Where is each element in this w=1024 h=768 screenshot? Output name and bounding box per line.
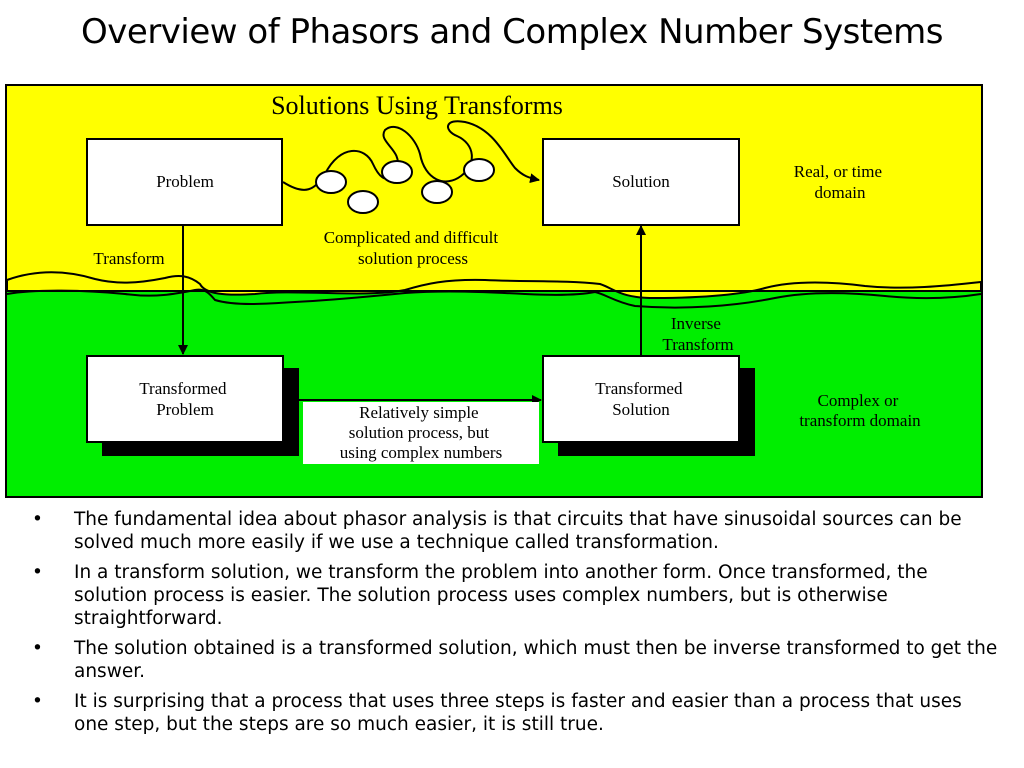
bubble: [463, 158, 495, 182]
transformed-solution-box: [542, 355, 740, 443]
domain-boundary-upper: [6, 271, 982, 300]
bullet-item: • In a transform solution, we transform t…: [30, 561, 1000, 630]
transformed-problem-label: Transformed Problem: [139, 379, 230, 419]
domain-boundary-lower: [6, 288, 982, 309]
bullet-marker: •: [32, 691, 43, 712]
slide-title: Overview of Phasors and Complex Number S…: [81, 12, 943, 52]
bubble: [381, 160, 413, 184]
bullet-item: • The fundamental idea about phasor analy…: [30, 508, 1000, 554]
solution-box: [542, 138, 740, 226]
complicated-path-arrow: [282, 120, 540, 191]
bullet-marker: •: [32, 509, 43, 530]
transform-label: Transform: [93, 249, 164, 268]
bullet-text: In a transform solution, we transform th…: [74, 562, 928, 629]
bubble: [315, 170, 347, 194]
bullet-text: The fundamental idea about phasor analys…: [74, 509, 962, 553]
bubble: [421, 180, 453, 204]
transformed-problem-box: [86, 355, 284, 443]
real-domain-label: Real, or time domain: [794, 162, 887, 202]
diagram-heading: Solutions Using Transforms: [271, 91, 563, 120]
bubble: [347, 190, 379, 214]
bullet-text: It is surprising that a process that use…: [74, 691, 962, 735]
problem-box: [86, 138, 283, 226]
problem-label: Problem: [156, 172, 214, 191]
inverse-transform-label: Inverse Transform: [662, 314, 733, 354]
complex-domain-label: Complex or transform domain: [799, 391, 921, 430]
transform-diagram: Solutions Using Transforms Problem Solut…: [5, 84, 985, 499]
bullet-item: • The solution obtained is a transformed …: [30, 637, 1000, 683]
bullet-marker: •: [32, 638, 43, 659]
simple-process-label-bg: [303, 402, 539, 464]
bullet-text: The solution obtained is a transformed s…: [74, 638, 998, 682]
bullet-list: • The fundamental idea about phasor analy…: [30, 508, 1000, 743]
transformed-solution-label: Transformed Solution: [595, 379, 686, 419]
simple-process-label: Relatively simple solution process, but …: [340, 403, 502, 462]
bullet-marker: •: [32, 562, 43, 583]
complicated-process-label: Complicated and difficult solution proce…: [324, 228, 503, 268]
bullet-item: • It is surprising that a process that us…: [30, 690, 1000, 736]
solution-label: Solution: [612, 172, 670, 191]
